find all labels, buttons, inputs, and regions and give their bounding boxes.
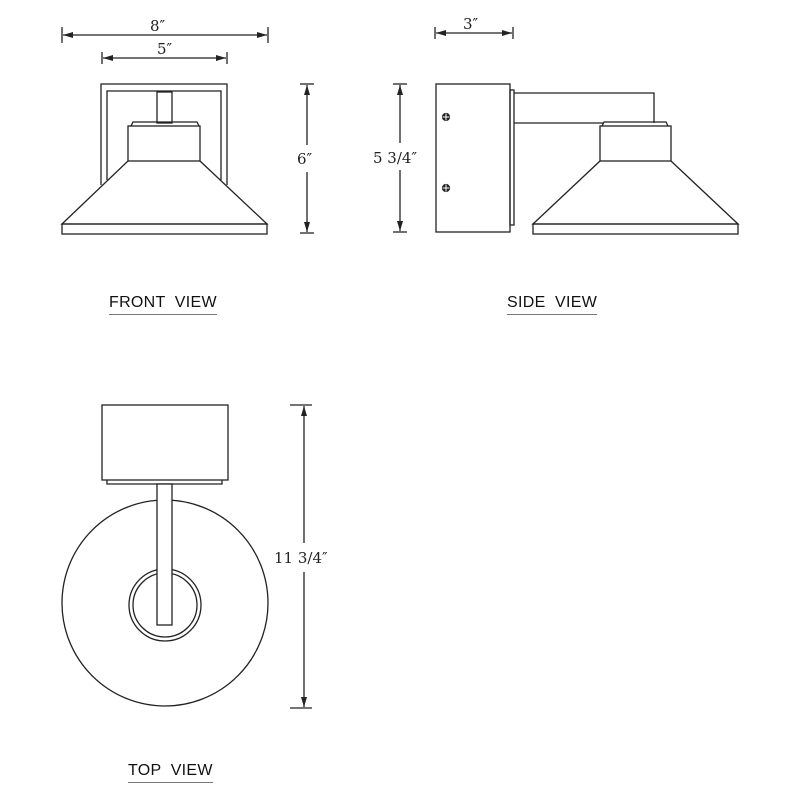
lamp-rim bbox=[61, 223, 268, 235]
backplate-inner bbox=[106, 90, 222, 180]
dim-label-8in: 8″ bbox=[150, 17, 166, 35]
side-view bbox=[393, 27, 740, 235]
lamp-shade bbox=[60, 160, 269, 225]
dimension-top-depth bbox=[290, 404, 312, 709]
backplate-outer bbox=[100, 83, 228, 185]
dim-label-5in: 5″ bbox=[157, 40, 173, 58]
dimension-side-projection bbox=[434, 27, 514, 39]
screw-icon bbox=[441, 112, 451, 122]
side-view-label: SIDE VIEW bbox=[507, 294, 598, 315]
dim-label-6in: 6″ bbox=[297, 150, 313, 168]
dimension-front-width bbox=[61, 27, 269, 43]
lamp-shade bbox=[531, 160, 740, 225]
dimension-side-height bbox=[393, 83, 407, 233]
lamp-arm bbox=[514, 92, 655, 124]
top-view bbox=[61, 404, 312, 709]
dimension-front-height bbox=[300, 83, 314, 234]
dim-label-11-3-4in: 11 3/4″ bbox=[274, 549, 328, 567]
dimension-front-backplate-width bbox=[101, 52, 228, 64]
lamp-cap bbox=[127, 125, 201, 162]
top-view-label: TOP VIEW bbox=[128, 762, 213, 783]
lamp-rim bbox=[532, 223, 739, 235]
dim-label-5-3-4in: 5 3/4″ bbox=[373, 149, 417, 167]
lamp-cap bbox=[599, 125, 672, 162]
lamp-arm-top bbox=[156, 483, 173, 626]
dim-label-3in: 3″ bbox=[463, 15, 479, 33]
backplate-edge bbox=[509, 89, 515, 226]
stem bbox=[156, 91, 173, 124]
screw-icon bbox=[441, 183, 451, 193]
front-view bbox=[60, 27, 314, 235]
front-view-label: FRONT VIEW bbox=[109, 294, 217, 315]
wall-mount-box bbox=[435, 83, 511, 233]
wall-mount-box-top bbox=[101, 404, 229, 481]
